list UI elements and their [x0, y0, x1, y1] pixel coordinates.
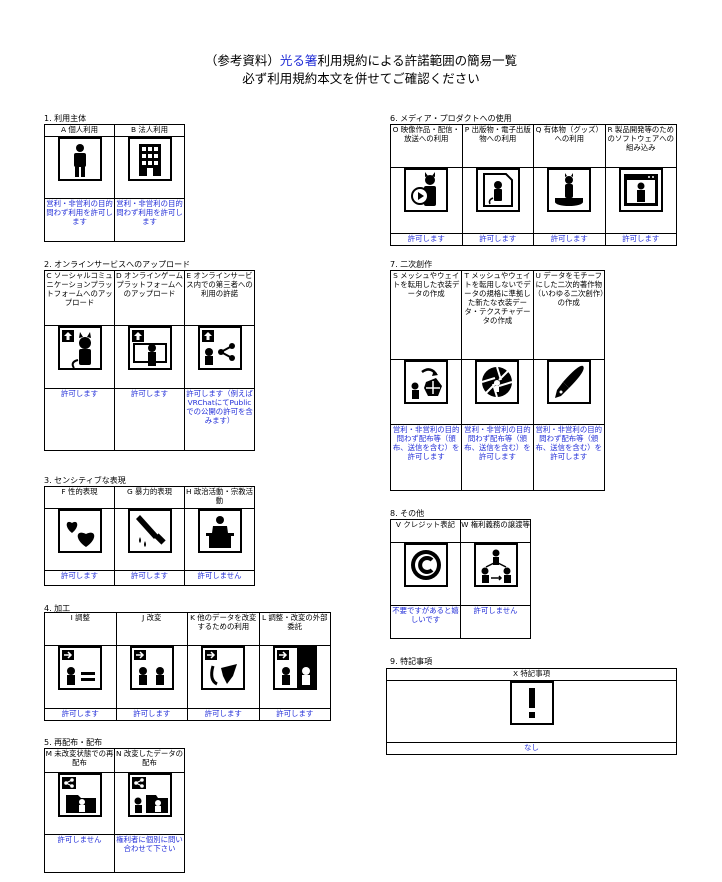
item-status-q: 許可します	[533, 233, 606, 246]
building-icon	[127, 137, 172, 181]
section-table-1: A 個人利用 B 法人利用 営利・非営利の目的問わず利用を許可します 営利・非営…	[44, 124, 185, 242]
item-label-s: S メッシュやウェイトを転用した衣装データの作成	[389, 270, 463, 360]
section-title-8: 8. その他	[390, 509, 425, 518]
aperture-icon	[475, 360, 520, 404]
software-icon	[618, 168, 663, 212]
section-title-7: 7. 二次創作	[390, 260, 433, 269]
person-icon	[57, 137, 102, 181]
section-table-9: X 特記事項 なし	[386, 668, 677, 755]
publication-icon	[475, 168, 520, 212]
item-status-a: 営利・非営利の目的問わず利用を許可します	[44, 198, 115, 242]
item-status-h: 許可しません	[184, 570, 255, 586]
pen-icon	[546, 360, 591, 404]
item-label-j: J 改変	[115, 612, 188, 646]
product-link[interactable]: 光る箸	[279, 53, 318, 68]
item-status-u: 営利・非営利の目的問わず配布等（頒布、送信を含む）を許可します	[532, 424, 605, 491]
item-status-b: 営利・非営利の目的問わず利用を許可します	[114, 198, 185, 242]
item-label-g: G 暴力的表現	[114, 486, 185, 509]
item-label-f: F 性的表現	[44, 486, 115, 509]
item-status-v: 不要ですがあると嬉しいです	[390, 605, 461, 639]
item-label-n: N 改変したデータの配布	[114, 748, 185, 773]
section-title-9: 9. 特記事項	[390, 657, 433, 666]
upload-avatar-icon	[57, 326, 102, 370]
title-prefix: （参考資料）	[204, 53, 280, 68]
item-label-e: E オンラインサービス内での第三者への利用の許諾	[184, 270, 255, 326]
section-title-5: 5. 再配布・配布	[44, 738, 103, 747]
adjust-icon	[58, 646, 103, 690]
item-status-x: なし	[386, 742, 677, 755]
item-status-w: 許可しません	[460, 605, 531, 639]
item-label-m: M 未改変状態での再配布	[44, 748, 115, 773]
item-status-k: 許可します	[187, 708, 260, 721]
item-label-a: A 個人利用	[44, 124, 115, 137]
item-status-o: 許可します	[390, 233, 463, 246]
item-label-d: D オンラインゲームプラットフォームへのアップロード	[114, 270, 185, 326]
item-label-p: P 出版物・電子出版物への利用	[461, 124, 534, 168]
section-title-3: 3. センシティブな表現	[44, 476, 126, 485]
section-title-4: 4. 加工	[44, 604, 71, 613]
item-label-i: I 調整	[44, 612, 117, 646]
transfer-icon	[473, 543, 518, 587]
knife-icon	[127, 509, 172, 553]
section-title-1: 1. 利用主体	[44, 114, 87, 123]
recycle-icon	[404, 360, 449, 404]
item-label-h: H 政治活動・宗教活動	[184, 486, 255, 509]
title-suffix: 利用規約による許諾範囲の簡易一覧	[317, 53, 518, 68]
page-subtitle: 必ず利用規約本文を併せてご確認ください	[242, 71, 480, 86]
item-status-g: 許可します	[114, 570, 185, 586]
item-status-f: 許可します	[44, 570, 115, 586]
hearts-icon	[57, 509, 102, 553]
item-label-u: U データをモチーフにした二次的著作物（いわゆる二次創作）の作成	[532, 270, 605, 360]
item-label-x: X 特記事項	[386, 668, 677, 681]
exclamation-icon	[509, 681, 554, 725]
item-label-k: K 他のデータを改変するための利用	[187, 612, 260, 646]
modify-icon	[129, 646, 174, 690]
item-status-n: 権利者に個別に問い合わせて下さい	[114, 834, 185, 873]
item-status-e: 許可します（例えばVRChatにてPublicでの公開の許可を含みます）	[184, 388, 255, 451]
goods-icon	[547, 168, 592, 212]
item-label-v: V クレジット表記	[390, 519, 461, 543]
item-status-d: 許可します	[114, 388, 185, 451]
item-status-m: 許可しません	[44, 834, 115, 873]
outsource-icon	[272, 646, 317, 690]
section-title-2: 2. オンラインサービスへのアップロード	[44, 260, 191, 269]
item-status-s: 営利・非営利の目的問わず配布等（頒布、送信を含む）を許可します	[389, 424, 463, 491]
item-status-j: 許可します	[115, 708, 188, 721]
item-label-t: T メッシュやウェイトを転用しないでデータの規格に準拠した新たな衣装データ・テク…	[461, 270, 534, 360]
item-status-c: 許可します	[44, 388, 115, 451]
section-table-6: O 映像作品・配信・放送への利用 P 出版物・電子出版物への利用 Q 有体物（グ…	[390, 124, 677, 246]
distribute-modified-icon	[127, 773, 172, 817]
item-label-c: C ソーシャルコミュニケーションプラットフォームへのアップロード	[44, 270, 115, 326]
item-status-l: 許可します	[258, 708, 331, 721]
item-status-r: 許可します	[604, 233, 677, 246]
item-label-w: W 権利義務の譲渡等	[460, 519, 531, 543]
section-table-4: I 調整 J 改変 K 他のデータを改変するための利用 L 調整・改変の外部委託…	[44, 612, 331, 721]
copyright-icon	[403, 543, 448, 587]
page-title: （参考資料）光る箸利用規約による許諾範囲の簡易一覧	[0, 50, 722, 69]
item-status-i: 許可します	[44, 708, 117, 721]
item-label-q: Q 有体物（グッズ）への利用	[533, 124, 606, 168]
section-table-8: V クレジット表記 W 権利義務の譲渡等 不要ですがあると嬉しいです 許可しませ…	[390, 519, 531, 639]
podium-icon	[197, 509, 242, 553]
item-label-r: R 製品開発等のためのソフトウェアへの組み込み	[604, 124, 677, 168]
item-label-b: B 法人利用	[114, 124, 185, 137]
item-label-o: O 映像作品・配信・放送への利用	[390, 124, 463, 168]
section-table-3: F 性的表現 G 暴力的表現 H 政治活動・宗教活動 許可します 許可します 許…	[44, 486, 255, 586]
section-title-6: 6. メディア・プロダクトへの使用	[390, 114, 512, 123]
item-label-l: L 調整・改変の外部委託	[258, 612, 331, 646]
item-status-t: 営利・非営利の目的問わず配布等（頒布、送信を含む）を許可します	[461, 424, 534, 491]
section-table-2: C ソーシャルコミュニケーションプラットフォームへのアップロード D オンライン…	[44, 270, 255, 451]
redistribute-icon	[57, 773, 102, 817]
modify-other-icon	[201, 646, 246, 690]
share-avatar-icon	[197, 326, 242, 370]
upload-monitor-icon	[127, 326, 172, 370]
video-icon	[404, 168, 449, 212]
item-status-p: 許可します	[461, 233, 534, 246]
section-table-7: S メッシュやウェイトを転用した衣装データの作成 T メッシュやウェイトを転用し…	[389, 270, 605, 491]
section-table-5: M 未改変状態での再配布 N 改変したデータの配布 許可しません 権利者に個別に…	[44, 748, 185, 873]
